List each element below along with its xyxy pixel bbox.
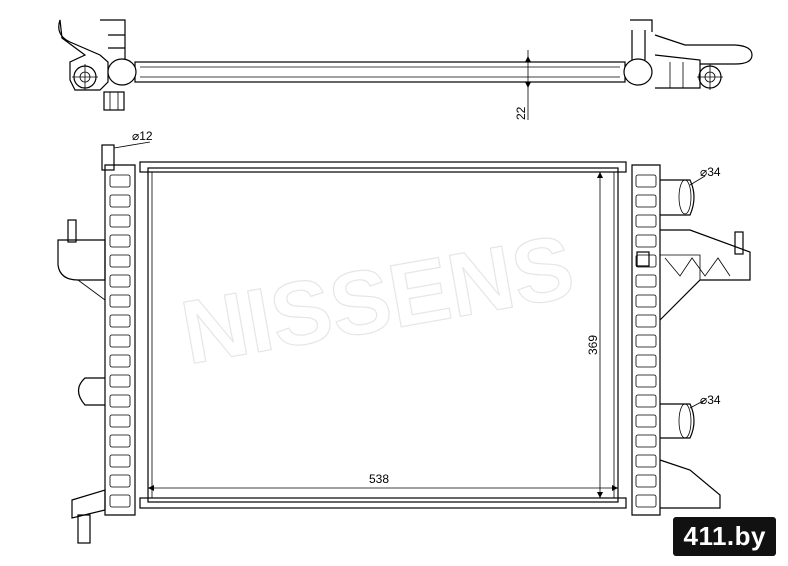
tank-rib xyxy=(109,334,131,348)
site-badge: 411.by xyxy=(673,517,776,556)
tank-rib xyxy=(635,314,657,328)
tank-rib xyxy=(109,474,131,488)
tank-rib xyxy=(635,494,657,508)
tank-rib xyxy=(109,254,131,268)
tank-rib xyxy=(109,454,131,468)
tank-rib xyxy=(109,234,131,248)
height-dimension-label: 369 xyxy=(586,335,600,355)
tank-rib xyxy=(635,354,657,368)
tank-rib xyxy=(635,394,657,408)
thickness-dimension-label: 22 xyxy=(514,106,528,120)
tank-rib xyxy=(109,494,131,508)
tank-rib xyxy=(635,214,657,228)
tank-rib xyxy=(635,414,657,428)
tank-rib xyxy=(635,454,657,468)
tank-rib xyxy=(635,174,657,188)
tank-rib xyxy=(109,274,131,288)
tank-rib xyxy=(635,334,657,348)
right-tank-ribs xyxy=(635,174,657,508)
tank-rib xyxy=(109,174,131,188)
tank-rib xyxy=(109,434,131,448)
tank-rib xyxy=(109,354,131,368)
outlet-diameter-label: ⌀34 xyxy=(700,393,721,407)
width-dimension-label: 538 xyxy=(369,472,389,486)
tank-rib xyxy=(109,394,131,408)
tank-rib xyxy=(635,434,657,448)
inlet-diameter-label: ⌀34 xyxy=(700,165,721,179)
tank-rib xyxy=(635,274,657,288)
pin-diameter-label: ⌀12 xyxy=(132,129,153,143)
tank-rib xyxy=(635,194,657,208)
tank-rib xyxy=(109,314,131,328)
top-view: 22 xyxy=(58,19,753,120)
tank-rib xyxy=(109,414,131,428)
tank-rib xyxy=(635,254,657,268)
tank-rib xyxy=(635,474,657,488)
left-tank-ribs xyxy=(109,174,131,508)
tank-rib xyxy=(635,294,657,308)
tank-rib xyxy=(109,294,131,308)
watermark-text: NISSENS xyxy=(175,217,581,384)
tank-rib xyxy=(109,374,131,388)
tank-rib xyxy=(109,214,131,228)
tank-rib xyxy=(635,374,657,388)
tank-rib xyxy=(109,194,131,208)
front-view: ⌀12 ⌀34 ⌀34 538 369 xyxy=(57,129,751,544)
tank-rib xyxy=(635,234,657,248)
